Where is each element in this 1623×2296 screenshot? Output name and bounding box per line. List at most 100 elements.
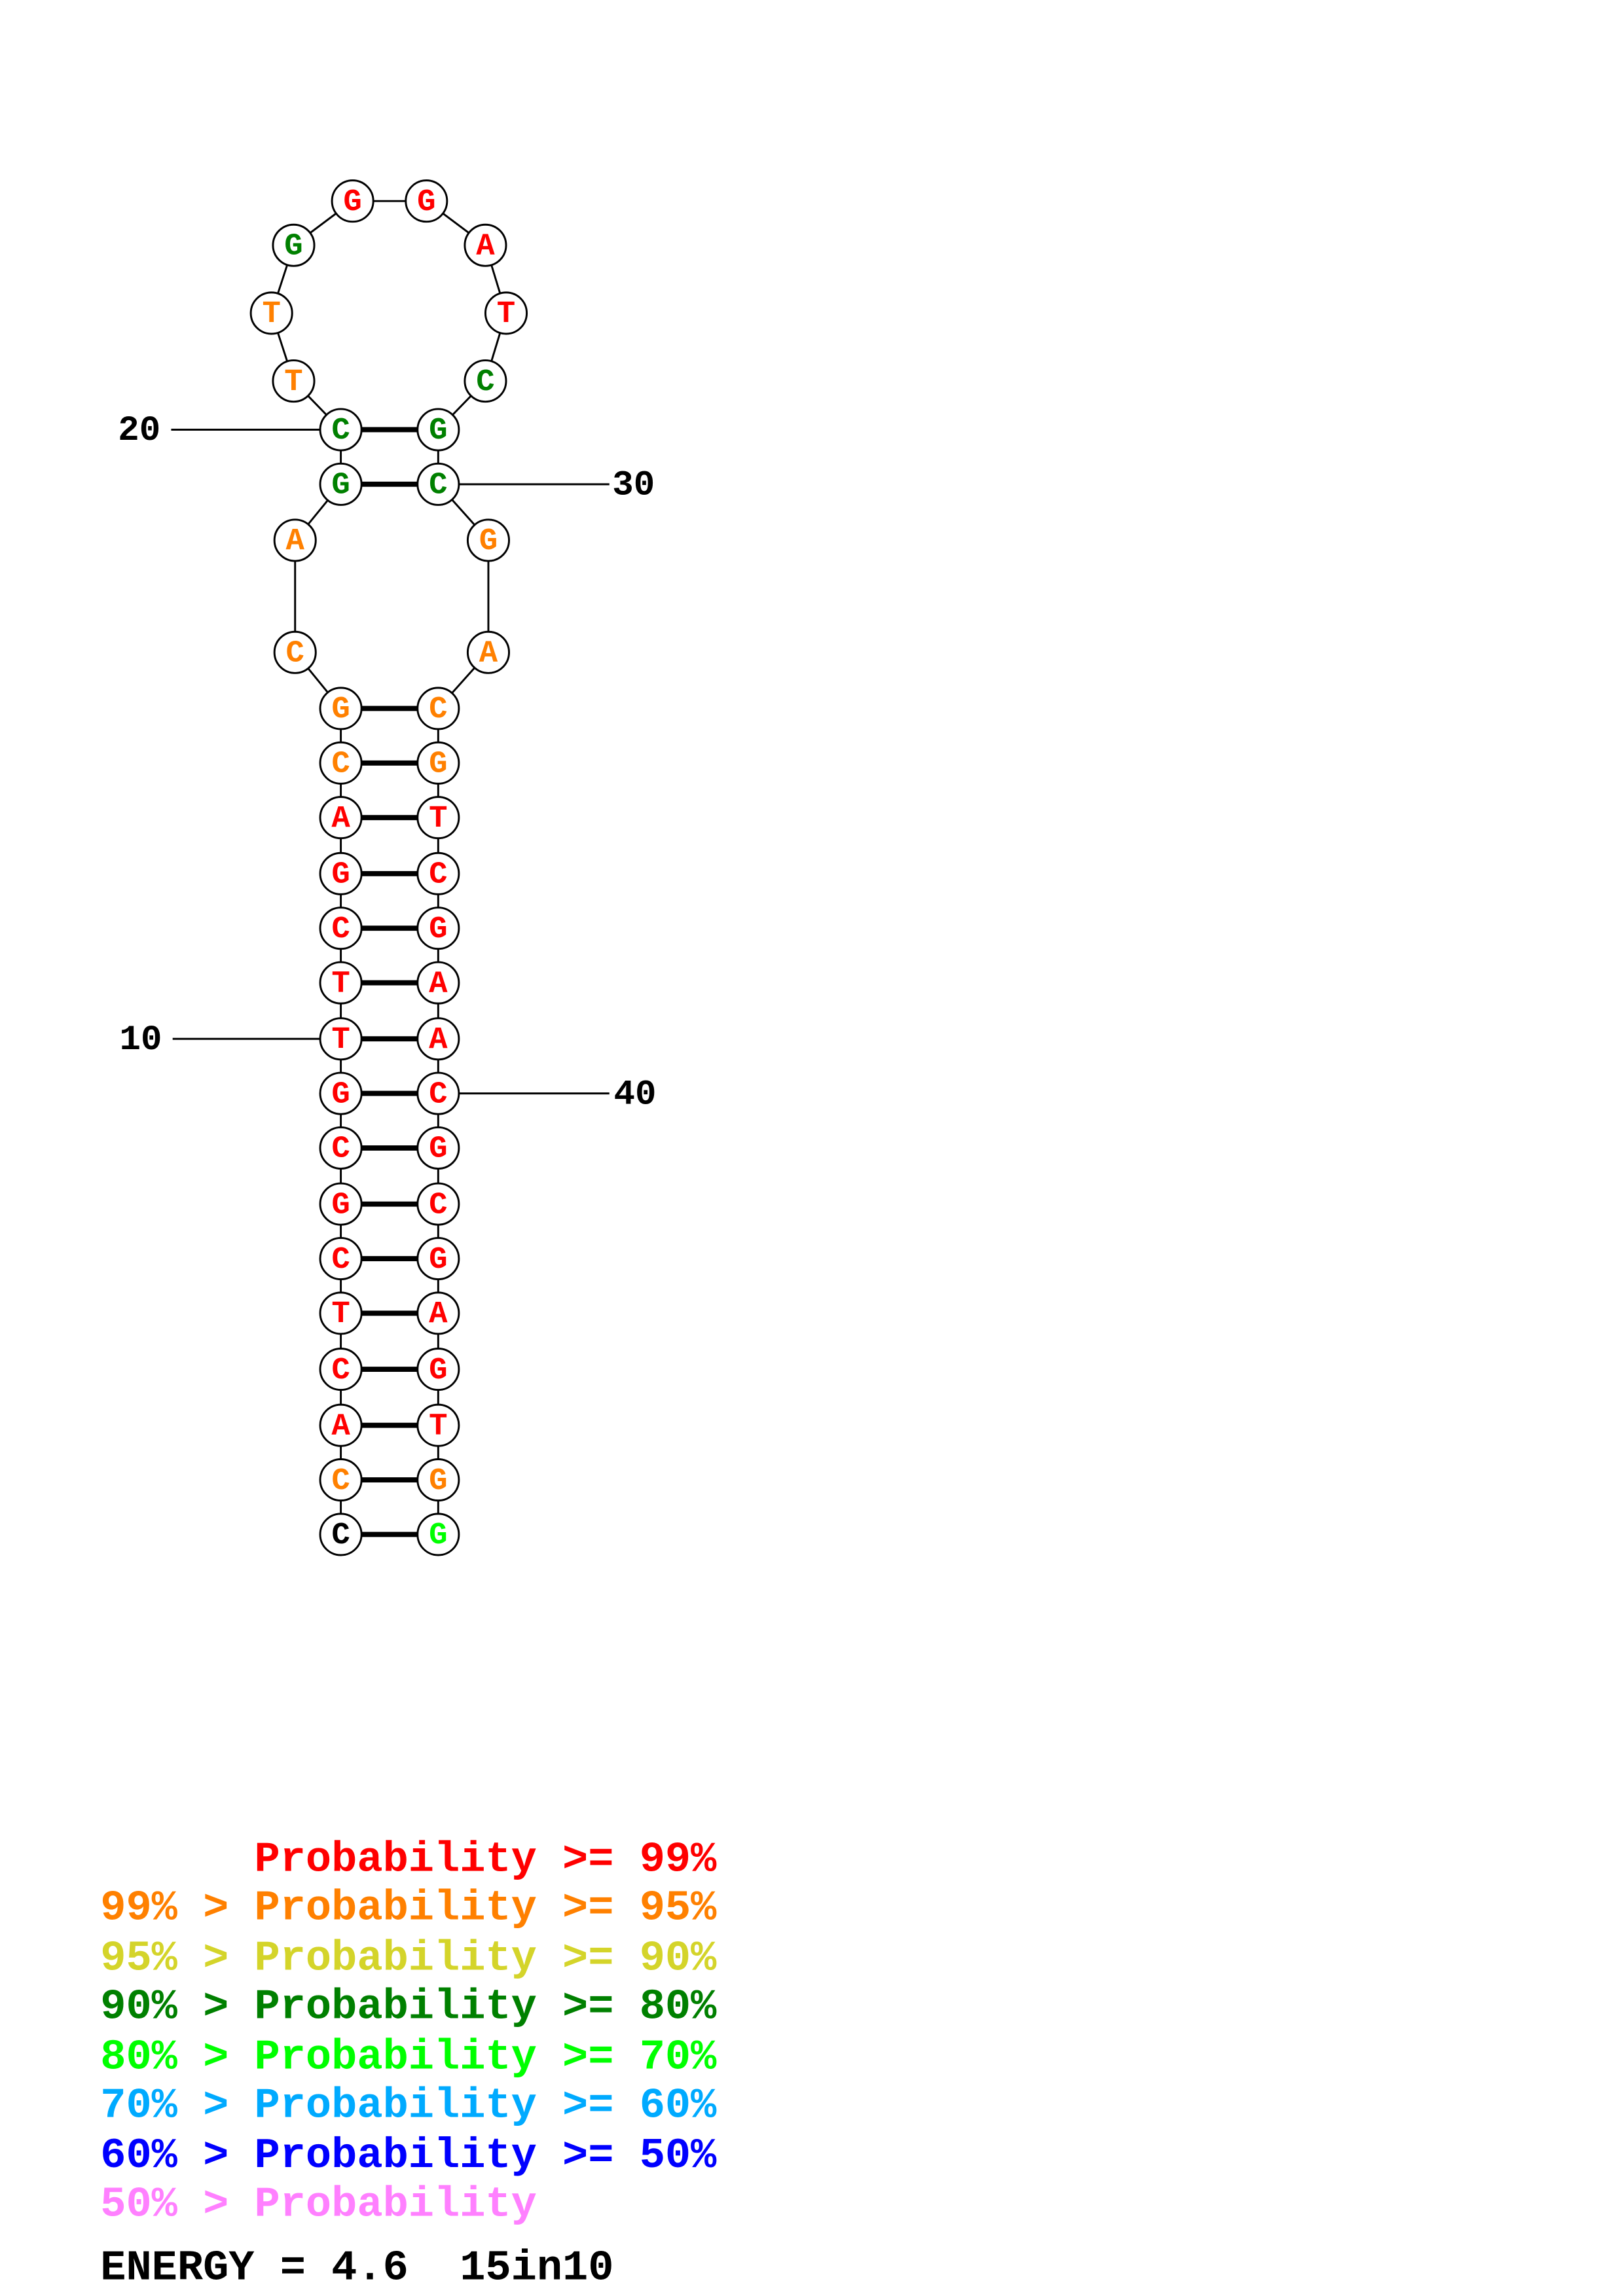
- nucleotide-7: G: [319, 1182, 363, 1226]
- nucleotide-letter: C: [331, 747, 350, 782]
- nucleotide-letter: G: [331, 692, 350, 727]
- nucleotide-29: G: [416, 408, 460, 452]
- nucleotide-1: C: [319, 1513, 363, 1556]
- nucleotide-36: C: [416, 852, 460, 895]
- position-label-20: 20: [118, 411, 160, 451]
- nucleotide-34: G: [416, 741, 460, 785]
- nucleotide-letter: G: [429, 1464, 447, 1499]
- nucleotide-circle: [416, 1182, 460, 1226]
- backbone: [270, 200, 507, 1535]
- nucleotide-letter: C: [331, 1518, 350, 1553]
- nucleotide-15: C: [319, 741, 363, 785]
- nucleotide-circle: [319, 961, 363, 1005]
- nucleotide-28: C: [464, 359, 507, 403]
- nucleotide-circle: [319, 408, 363, 452]
- nucleotide-letter: T: [284, 365, 302, 400]
- nucleotide-19: G: [319, 462, 363, 506]
- nucleotide-circle: [416, 961, 460, 1005]
- nucleotide-circle: [273, 630, 317, 674]
- nucleotide-21: T: [272, 359, 316, 403]
- nucleotide-letter: G: [429, 912, 447, 947]
- legend-row: 50% > Probability: [100, 2181, 537, 2229]
- nucleotide-letter: T: [331, 1023, 350, 1058]
- nucleotide-letter: A: [479, 637, 498, 672]
- nucleotide-letter: G: [429, 1132, 447, 1167]
- nucleotide-circle: [272, 223, 316, 267]
- nucleotide-42: C: [416, 1182, 460, 1226]
- nucleotide-26: A: [464, 223, 507, 267]
- nucleotide-letter: G: [284, 230, 302, 264]
- nucleotide-circle: [319, 1017, 363, 1061]
- nucleotide-letter: G: [331, 858, 350, 893]
- nucleotide-circle: [319, 687, 363, 730]
- nucleotide-circle: [319, 1126, 363, 1170]
- nucleotide-circle: [416, 1348, 460, 1391]
- legend-row: 70% > Probability >= 60%: [100, 2082, 717, 2130]
- nucleotide-35: T: [416, 796, 460, 840]
- nucleotide-circle: [319, 1513, 363, 1556]
- nucleotide-39: A: [416, 1017, 460, 1061]
- nucleotide-circle: [416, 462, 460, 506]
- nucleotide-letter: T: [497, 297, 515, 332]
- nucleotide-11: T: [319, 961, 363, 1005]
- nucleotide-letter: A: [429, 967, 448, 1001]
- nucleotide-letter: T: [262, 297, 280, 332]
- legend-row: 99% > Probability >= 95%: [100, 1884, 717, 1933]
- nucleotide-9: G: [319, 1071, 363, 1115]
- legend-row: Probability >= 99%: [100, 1835, 717, 1884]
- nucleotide-31: G: [466, 518, 510, 562]
- nucleotide-letter: C: [429, 692, 447, 727]
- nucleotide-25: G: [405, 179, 448, 223]
- nucleotide-45: G: [416, 1348, 460, 1391]
- position-label-30: 30: [612, 466, 655, 506]
- nucleotide-48: G: [416, 1513, 460, 1556]
- position-label-40: 40: [614, 1075, 657, 1115]
- nucleotide-circle: [331, 179, 374, 223]
- nucleotide-letter: T: [331, 967, 350, 1001]
- nucleotide-letter: C: [429, 1188, 447, 1223]
- nucleotide-20: C: [319, 408, 363, 452]
- nucleotide-44: A: [416, 1291, 460, 1335]
- nucleotide-27: T: [484, 291, 528, 335]
- nucleotide-letter: C: [476, 365, 494, 400]
- nucleotide-22: T: [249, 291, 293, 335]
- nucleotide-circle: [405, 179, 448, 223]
- nucleotide-circle: [416, 1291, 460, 1335]
- nucleotide-letter: C: [331, 414, 350, 448]
- nucleotide-circle: [464, 359, 507, 403]
- nucleotide-letter: G: [479, 524, 498, 559]
- nucleotide-circle: [319, 906, 363, 950]
- nucleotide-letter: A: [429, 1297, 448, 1332]
- legend-row: 60% > Probability >= 50%: [100, 2132, 717, 2180]
- position-label-10: 10: [120, 1020, 162, 1060]
- nucleotide-46: T: [416, 1403, 460, 1447]
- nucleotide-32: A: [466, 630, 510, 674]
- nucleotide-41: G: [416, 1126, 460, 1170]
- nucleotide-letter: G: [429, 414, 447, 448]
- nucleotide-letter: G: [331, 1077, 350, 1112]
- nucleotide-letter: G: [429, 747, 447, 782]
- nucleotide-12: C: [319, 906, 363, 950]
- nucleotide-circle: [273, 518, 317, 562]
- nucleotide-circle: [416, 1458, 460, 1502]
- nucleotide-circle: [416, 1403, 460, 1447]
- nucleotide-circle: [319, 1182, 363, 1226]
- nucleotide-43: G: [416, 1237, 460, 1281]
- nucleotide-letter: C: [429, 469, 447, 503]
- nucleotide-circle: [416, 687, 460, 730]
- nucleotide-circle: [249, 291, 293, 335]
- nucleotide-circle: [416, 741, 460, 785]
- nucleotide-letter: G: [331, 1188, 350, 1223]
- nucleotide-letter: C: [331, 1243, 350, 1278]
- nucleotide-circle: [319, 1458, 363, 1502]
- nucleotide-6: C: [319, 1237, 363, 1281]
- position-ticks: 20 30 10 40: [118, 411, 656, 1115]
- nucleotide-letter: A: [286, 524, 305, 559]
- nucleotide-circle: [484, 291, 528, 335]
- nucleotide-23: G: [272, 223, 316, 267]
- nucleotide-letter: C: [429, 1077, 447, 1112]
- legend-row: 90% > Probability >= 80%: [100, 1983, 717, 2032]
- nucleotide-letter: C: [286, 637, 304, 672]
- nucleotide-letter: A: [331, 1409, 350, 1444]
